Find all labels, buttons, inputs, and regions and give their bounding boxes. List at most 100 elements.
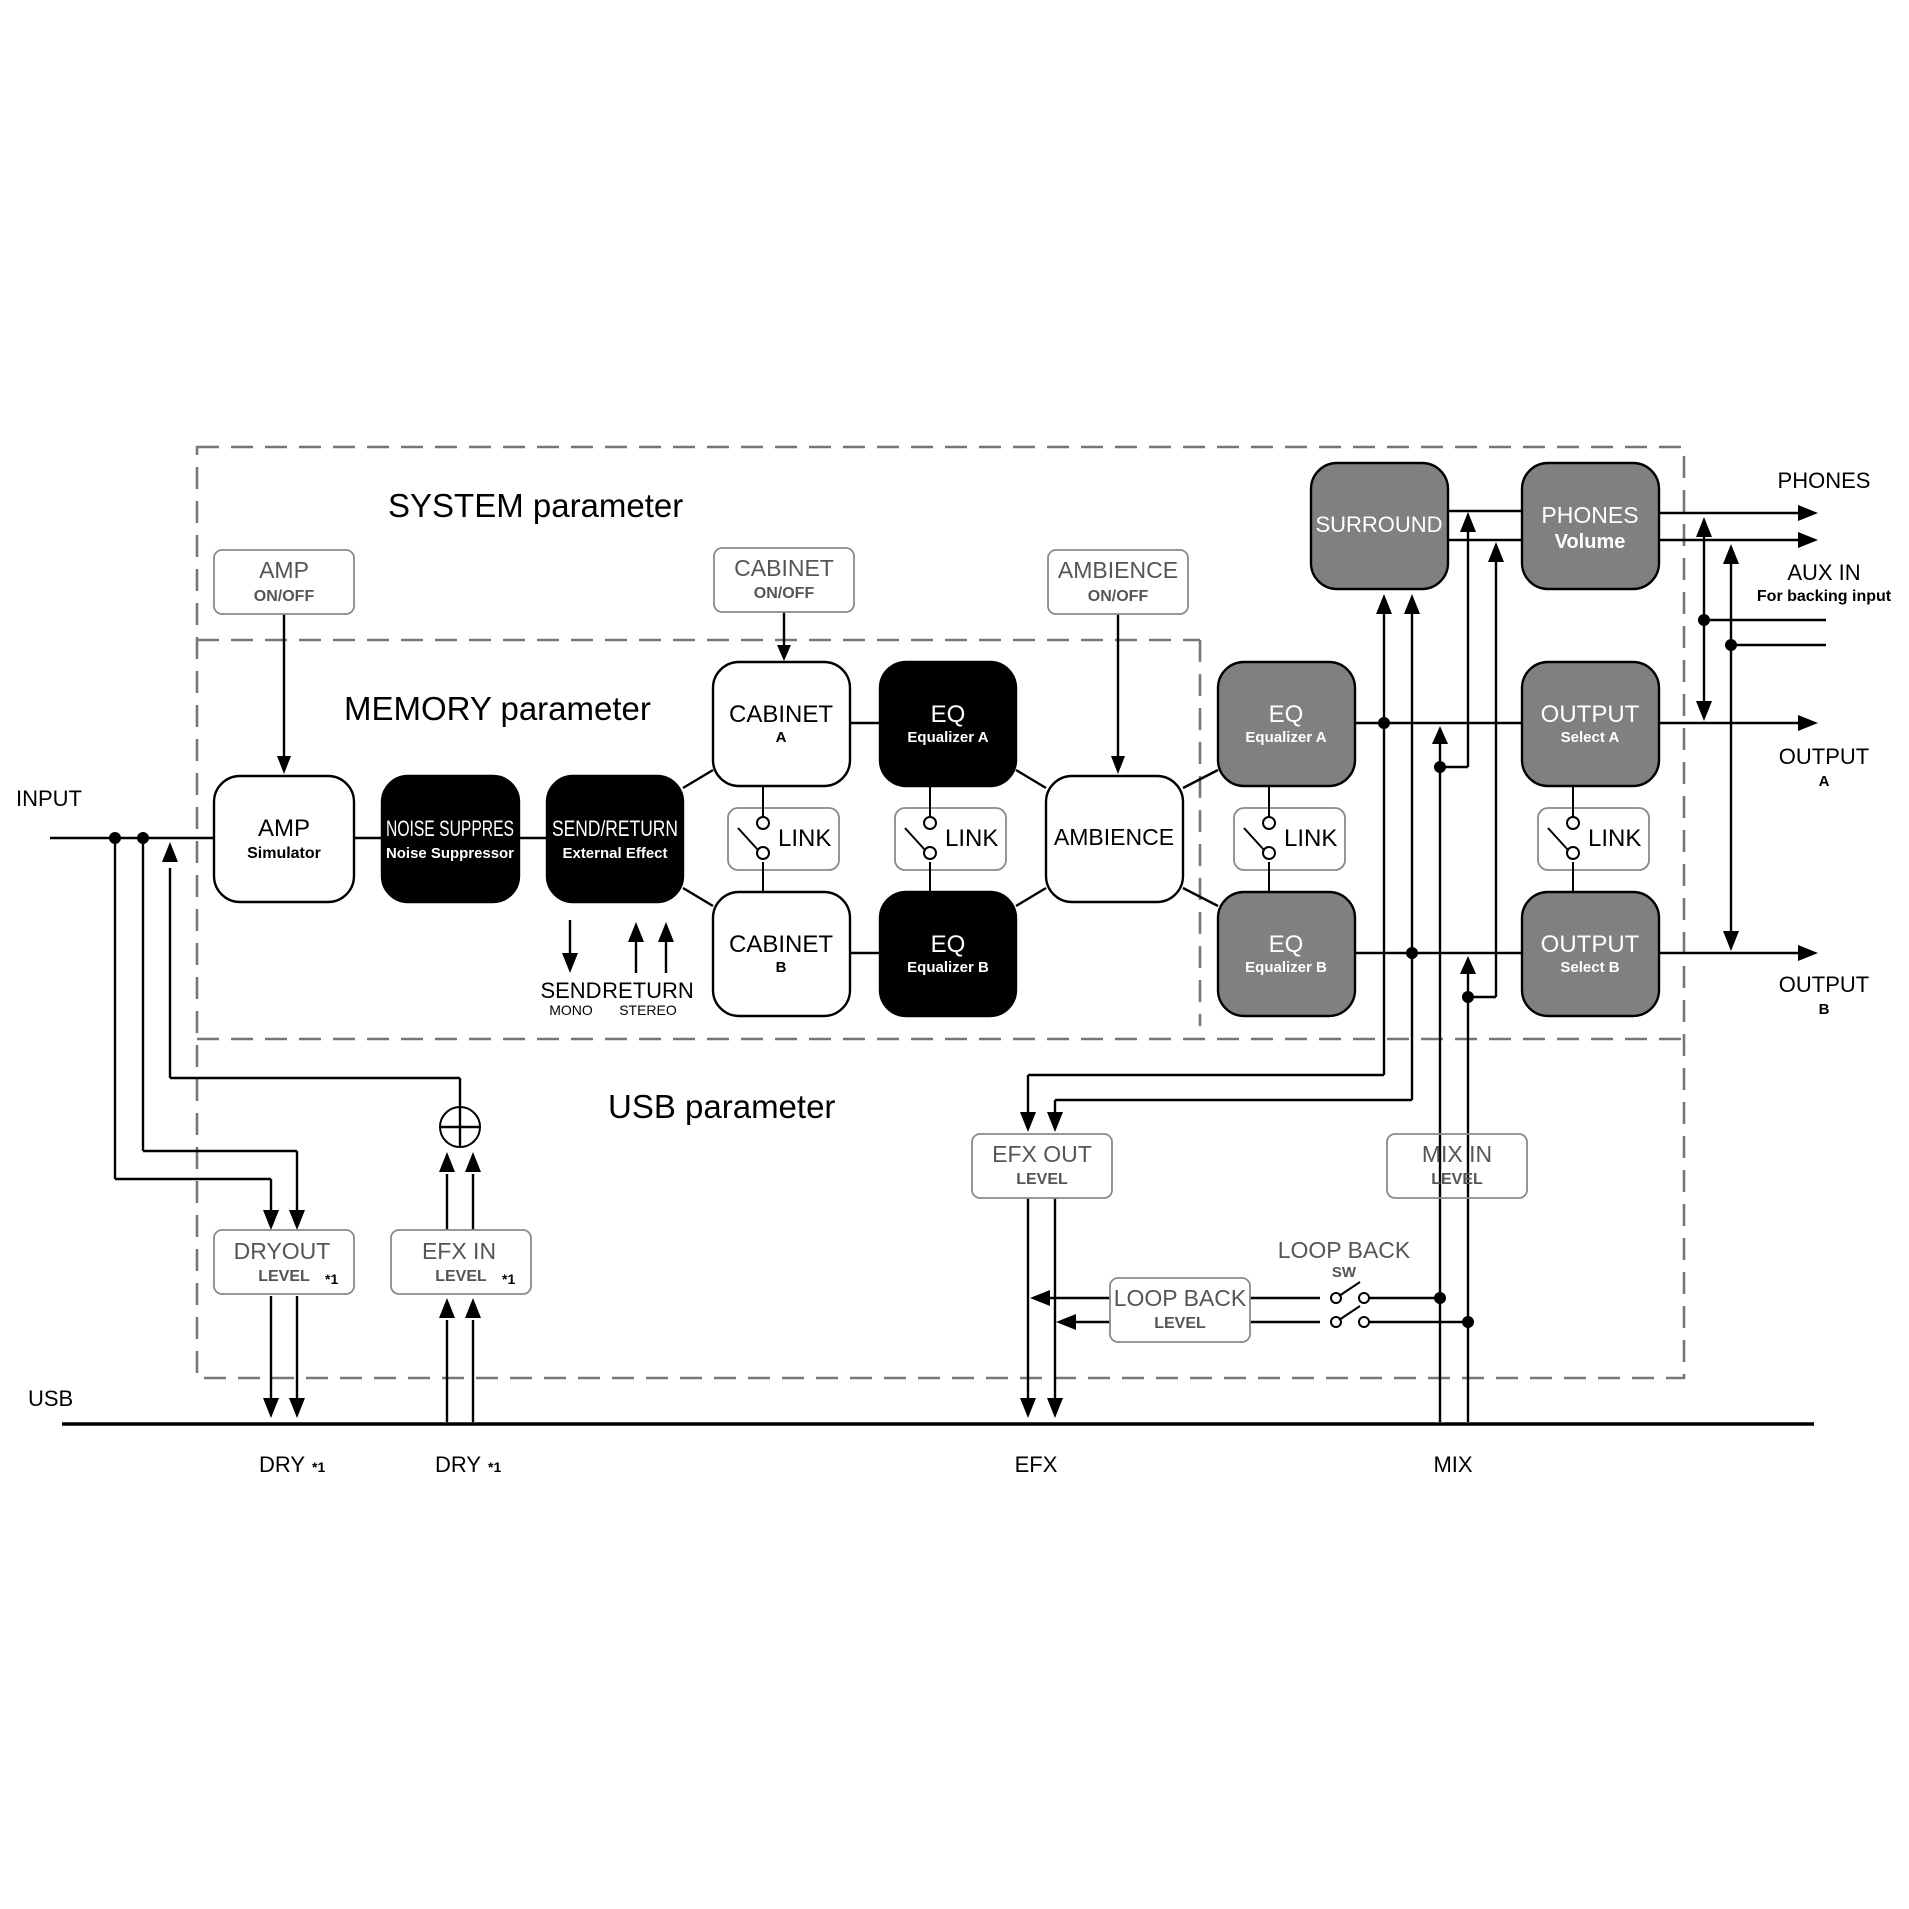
phones-block-sub: Volume — [1555, 531, 1626, 553]
output-a-block[interactable]: OUTPUT Select A — [1520, 660, 1661, 788]
dryout-title: DRYOUT — [234, 1238, 331, 1264]
mix-in-title: MIX IN — [1422, 1141, 1492, 1167]
cabinet-b-block[interactable]: CABINET B — [711, 890, 852, 1018]
junction-dots — [109, 614, 1737, 1328]
efx-out-sub: LEVEL — [1016, 1171, 1068, 1188]
eq-b-block[interactable]: EQ Equalizer B — [878, 890, 1018, 1018]
amp-onoff-sub: ON/OFF — [254, 588, 315, 605]
send-return-block[interactable]: SEND/RETURN External Effect — [545, 774, 685, 904]
output-b-jack-sub: B — [1819, 1001, 1830, 1018]
noise-block-sub: Noise Suppressor — [386, 845, 514, 862]
eq-b2-title: EQ — [1269, 931, 1304, 958]
efx-in-level-param[interactable]: EFX IN LEVEL *1 — [390, 1229, 532, 1295]
dryout-level-param[interactable]: DRYOUT LEVEL *1 — [213, 1229, 355, 1295]
link-switch-output[interactable]: LINK — [1537, 785, 1650, 892]
phones-block-title: PHONES — [1541, 502, 1638, 528]
send-label: SEND — [540, 978, 601, 1003]
link-label-3: LINK — [1284, 825, 1337, 852]
usb-dry-out-label: DRY — [259, 1452, 305, 1477]
ambience-title: AMBIENCE — [1054, 824, 1174, 850]
output-a-title: OUTPUT — [1541, 701, 1640, 728]
return-sub-label: STEREO — [619, 1002, 677, 1018]
system-region-label: SYSTEM parameter — [388, 487, 683, 524]
mix-in-sub: LEVEL — [1431, 1171, 1483, 1188]
send-return-sub: External Effect — [562, 845, 667, 862]
usb-dry-out-note: *1 — [312, 1459, 325, 1475]
amp-block-sub: Simulator — [247, 845, 321, 862]
link-switch-eq2[interactable]: LINK — [1233, 785, 1346, 892]
aux-in-sub-label: For backing input — [1757, 588, 1892, 605]
dryout-sub: LEVEL — [258, 1268, 310, 1285]
link-switch-cabinet[interactable]: LINK — [727, 785, 840, 892]
output-a-jack-label: OUTPUT — [1779, 744, 1869, 769]
send-return-title: SEND/RETURN — [552, 816, 678, 841]
usb-dry-in-note: *1 — [488, 1459, 501, 1475]
efx-in-sub: LEVEL — [435, 1268, 487, 1285]
loop-back-level-title: LOOP BACK — [1114, 1285, 1247, 1311]
output-a-jack-sub: A — [1819, 773, 1830, 790]
eq-a-output-block[interactable]: EQ Equalizer A — [1216, 660, 1357, 788]
output-b-title: OUTPUT — [1541, 931, 1640, 958]
link-switch-eq1[interactable]: LINK — [894, 785, 1007, 892]
usb-region-border — [195, 445, 1686, 1380]
eq-b-output-block[interactable]: EQ Equalizer B — [1216, 890, 1357, 1018]
amp-block-title: AMP — [258, 815, 310, 842]
loop-back-sw-label: LOOP BACK — [1278, 1237, 1411, 1263]
usb-efx-label: EFX — [1015, 1452, 1058, 1477]
eq-a2-sub: Equalizer A — [1245, 729, 1326, 746]
usb-region-label: USB parameter — [608, 1088, 835, 1125]
amp-onoff-param[interactable]: AMP ON/OFF — [213, 549, 355, 615]
eq-b-title: EQ — [931, 931, 966, 958]
ambience-block[interactable]: AMBIENCE — [1044, 774, 1185, 904]
eq-a-block[interactable]: EQ Equalizer A — [878, 660, 1018, 788]
mix-in-level-param[interactable]: MIX IN LEVEL — [1386, 1133, 1528, 1199]
cabinet-onoff-title: CABINET — [734, 555, 834, 581]
loop-back-level-sub: LEVEL — [1154, 1315, 1206, 1332]
input-label: INPUT — [16, 786, 82, 811]
cabinet-onoff-param[interactable]: CABINET ON/OFF — [713, 547, 855, 613]
cabinet-a-block[interactable]: CABINET A — [711, 660, 852, 788]
return-label: RETURN — [602, 978, 694, 1003]
phones-volume-block[interactable]: PHONES Volume — [1520, 461, 1661, 591]
efx-out-level-param[interactable]: EFX OUT LEVEL — [971, 1133, 1113, 1199]
link-label-4: LINK — [1588, 825, 1641, 852]
cabinet-a-sub: A — [776, 729, 787, 746]
usb-mix-label: MIX — [1433, 1452, 1472, 1477]
noise-block-title: NOISE SUPPRES — [386, 816, 514, 841]
amp-simulator-block[interactable]: AMP Simulator — [212, 774, 356, 904]
cabinet-a-title: CABINET — [729, 701, 833, 728]
amp-onoff-title: AMP — [259, 557, 309, 583]
output-a-sub: Select A — [1561, 729, 1620, 746]
ambience-onoff-title: AMBIENCE — [1058, 557, 1178, 583]
eq-b2-sub: Equalizer B — [1245, 959, 1327, 976]
link-label-2: LINK — [945, 825, 998, 852]
memory-region-label: MEMORY parameter — [344, 690, 651, 727]
signal-wiring — [50, 505, 1826, 1422]
ambience-onoff-param[interactable]: AMBIENCE ON/OFF — [1047, 549, 1189, 615]
eq-a2-title: EQ — [1269, 701, 1304, 728]
efx-in-note: *1 — [502, 1271, 515, 1287]
link-label-1: LINK — [778, 825, 831, 852]
output-b-block[interactable]: OUTPUT Select B — [1520, 890, 1661, 1018]
loop-back-sw-sub: SW — [1332, 1264, 1357, 1281]
surround-title: SURROUND — [1315, 512, 1442, 537]
surround-block[interactable]: SURROUND — [1309, 461, 1450, 591]
efx-out-title: EFX OUT — [992, 1141, 1092, 1167]
dryout-note: *1 — [325, 1271, 338, 1287]
cabinet-onoff-sub: ON/OFF — [754, 585, 815, 602]
eq-a-sub: Equalizer A — [907, 729, 988, 746]
send-sub-label: MONO — [549, 1002, 593, 1018]
phones-jack-label: PHONES — [1778, 468, 1871, 493]
loop-back-level-param[interactable]: LOOP BACK LEVEL — [1109, 1277, 1251, 1343]
cabinet-b-title: CABINET — [729, 931, 833, 958]
efx-in-title: EFX IN — [422, 1238, 496, 1264]
ambience-onoff-sub: ON/OFF — [1088, 588, 1149, 605]
cabinet-b-sub: B — [776, 959, 787, 976]
noise-suppressor-block[interactable]: NOISE SUPPRES Noise Suppressor — [380, 774, 521, 904]
eq-b-sub: Equalizer B — [907, 959, 989, 976]
aux-in-label: AUX IN — [1787, 560, 1860, 585]
usb-dry-in-label: DRY — [435, 1452, 481, 1477]
eq-a-title: EQ — [931, 701, 966, 728]
